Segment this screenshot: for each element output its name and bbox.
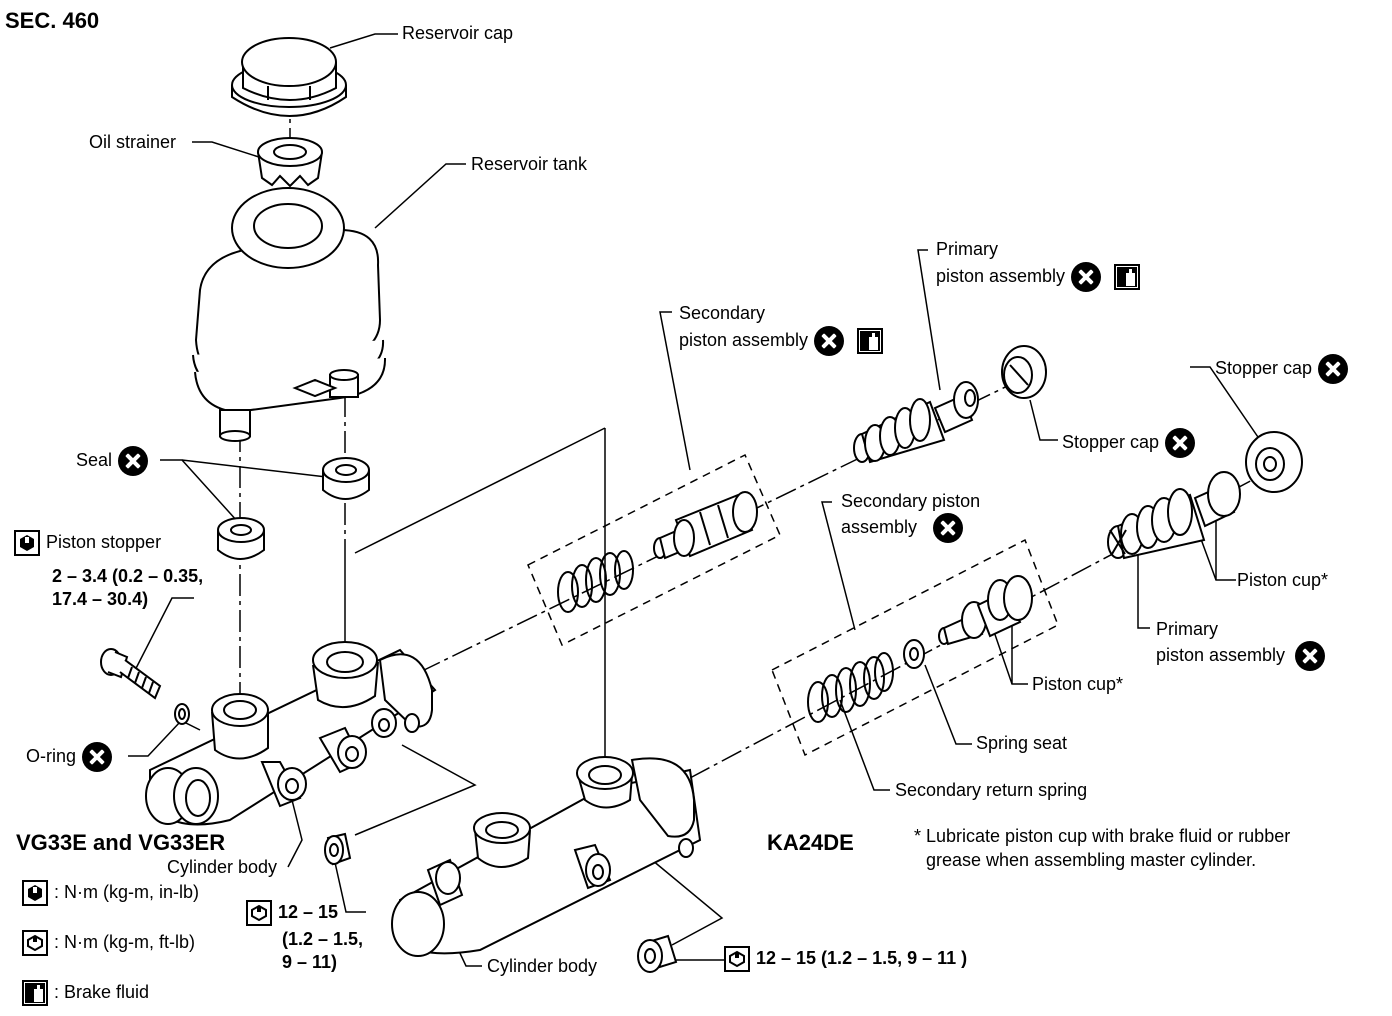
secondary-piston-upper-text: piston assembly [679,329,809,350]
vg-torque-3: 9 – 11) [282,952,338,972]
section-number: SEC. 460 [5,8,100,33]
x-circle-icon [1071,262,1102,292]
note-line-2: grease when assembling master cylinder. [926,850,1257,870]
wrench-ftlb-icon [22,930,48,956]
o-ring [174,703,190,725]
reservoir-tank [192,187,387,442]
legend-ftlb-text: : N·m (kg-m, ft-lb) [54,931,195,952]
label-spring-seat: Spring seat [976,733,1068,753]
brake-fluid-icon [22,980,48,1006]
label-secondary-piston-upper: piston assembly [679,326,889,356]
legend-ftlb: : N·m (kg-m, ft-lb) [22,930,195,956]
ka-primary-piston [1107,471,1241,560]
label-cylinder-body-right: Cylinder body [487,956,598,976]
model-vg: VG33E and VG33ER [16,830,226,855]
legend-inlb-text: : N·m (kg-m, in-lb) [54,881,199,902]
brake-fluid-icon [1114,264,1141,290]
label-reservoir-cap: Reservoir cap [402,23,514,43]
piston-stopper-torque-1: 2 – 3.4 (0.2 – 0.35, [52,566,204,586]
stopper-cap-upper-text: Stopper cap [1062,431,1160,452]
label-oil-strainer: Oil strainer [89,132,177,152]
secondary-piston-lower-text: assembly [841,516,918,537]
label-stopper-cap-upper: Stopper cap [1062,428,1196,458]
label-piston-cup-mid: Piston cup* [1032,674,1124,694]
label-seal: Seal [76,446,149,476]
vg-secondary-piston [653,491,758,560]
label-stopper-cap-right: Stopper cap [1215,354,1349,384]
label-secondary-return-spring: Secondary return spring [895,780,1088,800]
ka-bolt [637,934,678,973]
x-circle-icon [933,513,964,543]
vg-stopper-cap [1001,345,1047,399]
vg-primary-piston [853,381,979,464]
legend-fluid: : Brake fluid [22,980,149,1006]
label-primary-piston-lower-1: Primary [1156,619,1218,639]
vg-bolt [324,832,352,866]
label-piston-stopper: Piston stopper [14,530,161,556]
label-o-ring: O-ring [26,742,113,772]
x-circle-icon [1165,428,1196,458]
oil-strainer [257,137,323,188]
x-circle-icon [814,326,845,356]
piston-stopper-bolt [100,648,162,700]
primary-piston-lower-text: piston assembly [1156,644,1286,665]
vg-torque-1: 12 – 15 [278,901,339,922]
label-reservoir-tank: Reservoir tank [471,154,588,174]
ka-torque-text: 12 – 15 (1.2 – 1.5, 9 – 11 ) [756,947,968,968]
stopper-cap-right-text: Stopper cap [1215,357,1313,378]
brake-fluid-icon [857,328,884,354]
wrench-ftlb-icon [724,946,750,972]
vg-secondary-spring [557,550,634,613]
seals [217,457,370,560]
note-line-1: * Lubricate piston cup with brake fluid … [914,826,1291,846]
x-circle-icon [1295,641,1326,671]
wrench-inlb-icon [22,880,48,906]
model-ka: KA24DE [767,830,854,855]
label-primary-piston-upper-1: Primary [936,239,998,259]
label-secondary-piston-upper-1: Secondary [679,303,766,323]
seal-text: Seal [76,449,113,470]
ka-secondary-piston [938,575,1033,646]
label-primary-piston-lower: piston assembly [1156,641,1326,671]
ka-cylinder-body [391,756,702,957]
legend-fluid-text: : Brake fluid [54,981,150,1002]
wrench-inlb-icon [14,530,40,556]
vg-torque-2: (1.2 – 1.5, [282,929,364,949]
label-cylinder-body-left: Cylinder body [167,857,278,877]
x-circle-icon [1318,354,1349,384]
x-circle-icon [118,446,149,476]
reservoir-cap [231,37,347,117]
o-ring-text: O-ring [26,745,77,766]
primary-piston-upper-text: piston assembly [936,265,1066,286]
ka-torque: 12 – 15 (1.2 – 1.5, 9 – 11 ) [724,946,967,972]
ka-spring-seat [903,639,925,669]
piston-stopper-text: Piston stopper [46,531,162,552]
wrench-ftlb-icon [246,900,272,926]
vg-cylinder-body [145,641,437,826]
label-secondary-piston-lower: assembly [841,513,964,543]
lubrication-note: * Lubricate piston cup with brake fluid … [914,824,1290,872]
ka-secondary-spring [807,652,894,723]
piston-stopper-torque-2: 17.4 – 30.4) [52,589,149,609]
legend-inlb: : N·m (kg-m, in-lb) [22,880,199,906]
x-circle-icon [82,742,113,772]
ka-stopper-cap [1245,431,1303,493]
label-secondary-piston-lower-1: Secondary piston [841,491,981,511]
label-piston-cup-right: Piston cup* [1237,570,1329,590]
subassembly-boxes [527,453,1059,757]
leader-lines [128,33,1261,967]
label-primary-piston-upper: piston assembly [936,262,1146,292]
vg-torque: 12 – 15 [246,900,338,926]
